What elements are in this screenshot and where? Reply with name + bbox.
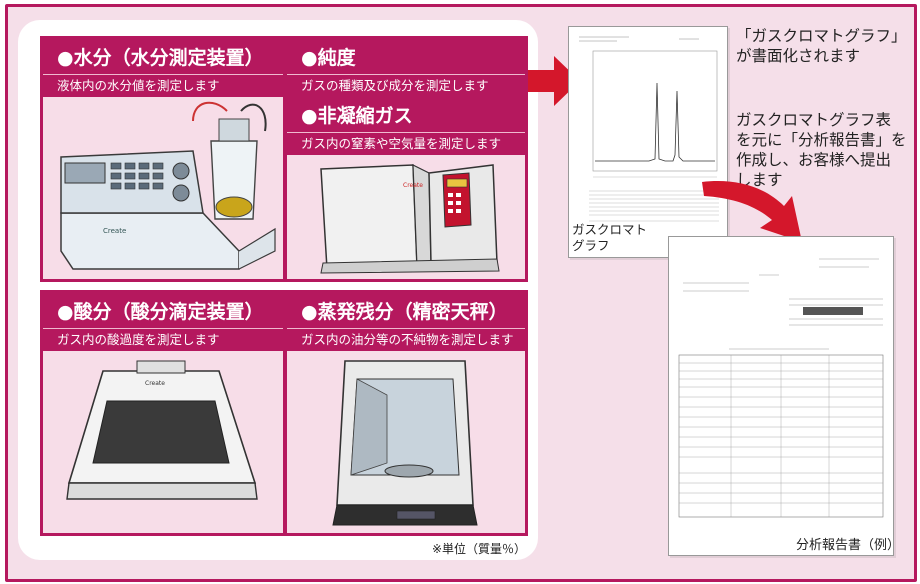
card-evaporation-header: ●蒸発残分（精密天秤） ガス内の油分等の不純物を測定します bbox=[287, 293, 525, 351]
callout-report-line-3: 作成し、お客様へ提出 bbox=[736, 151, 892, 169]
card-acid-desc: ガス内の酸過度を測定します bbox=[43, 328, 283, 351]
card-purity-desc: ガスの種類及び成分を測定します bbox=[287, 74, 525, 97]
card-moisture: ●水分（水分測定装置） 液体内の水分値を測定します Create bbox=[40, 36, 286, 282]
card-purity: ●純度 ガスの種類及び成分を測定します ●非凝縮ガス ガス内の窒素や空気量を測定… bbox=[284, 36, 528, 282]
chromatogram-plot bbox=[579, 36, 719, 222]
card-evaporation: ●蒸発残分（精密天秤） ガス内の油分等の不純物を測定します bbox=[284, 290, 528, 536]
callout-report-line-1: ガスクロマトグラフ表 bbox=[736, 111, 892, 129]
precision-balance-illustration bbox=[332, 360, 478, 526]
card-evaporation-title: ●蒸発残分（精密天秤） bbox=[301, 301, 508, 323]
card-acid: ●酸分（酸分滴定装置） ガス内の酸過度を測定します Create bbox=[40, 290, 286, 536]
chromatogram-label: ガスクロマト グラフ bbox=[572, 222, 647, 254]
card-moisture-desc: 液体内の水分値を測定します bbox=[43, 74, 283, 97]
callout-chromatogram-line-2: が書面化されます bbox=[736, 47, 861, 65]
card-purity-header: ●純度 ガスの種類及び成分を測定します ●非凝縮ガス ガス内の窒素や空気量を測定… bbox=[287, 39, 525, 155]
callout-report-line-4: します bbox=[736, 171, 783, 189]
callout-report: ガスクロマトグラフ表 を元に「分析報告書」を 作成し、お客様へ提出 します bbox=[736, 110, 907, 190]
card-purity-title: ●純度 bbox=[301, 47, 356, 69]
analysis-report-document bbox=[668, 236, 894, 556]
titrator-brand-label: Create bbox=[145, 380, 165, 387]
card-acid-title: ●酸分（酸分滴定装置） bbox=[57, 301, 264, 323]
chromatogram-label-line-1: ガスクロマト bbox=[572, 222, 648, 237]
gas-chromatograph-illustration: Create bbox=[320, 164, 500, 274]
unit-note: ※単位（質量％） bbox=[432, 542, 527, 556]
card-noncondensable-desc: ガス内の窒素や空気量を測定します bbox=[287, 132, 525, 155]
moisture-brand-label: Create bbox=[103, 227, 126, 235]
moisture-analyzer-illustration: Create bbox=[60, 101, 276, 270]
gc-brand-label: Create bbox=[403, 182, 423, 189]
callout-chromatogram-line-1: 「ガスクロマトグラフ」 bbox=[736, 27, 907, 45]
report-label: 分析報告書（例） bbox=[796, 538, 901, 553]
card-evaporation-desc: ガス内の油分等の不純物を測定します bbox=[287, 328, 525, 351]
acid-titrator-illustration: Create bbox=[66, 360, 258, 500]
analysis-report-body bbox=[678, 258, 884, 518]
chromatogram-label-line-2: グラフ bbox=[572, 238, 610, 253]
callout-chromatogram: 「ガスクロマトグラフ」 が書面化されます bbox=[736, 26, 907, 66]
arrow-to-report-icon bbox=[702, 181, 802, 242]
card-moisture-title: ●水分（水分測定装置） bbox=[57, 47, 264, 69]
chromatogram-document bbox=[568, 26, 728, 258]
card-noncondensable-title: ●非凝縮ガス bbox=[301, 105, 413, 127]
callout-report-line-2: を元に「分析報告書」を bbox=[736, 131, 907, 149]
card-acid-header: ●酸分（酸分滴定装置） ガス内の酸過度を測定します bbox=[43, 293, 283, 351]
card-moisture-header: ●水分（水分測定装置） 液体内の水分値を測定します bbox=[43, 39, 283, 97]
arrow-to-chromatogram-icon bbox=[528, 56, 580, 106]
